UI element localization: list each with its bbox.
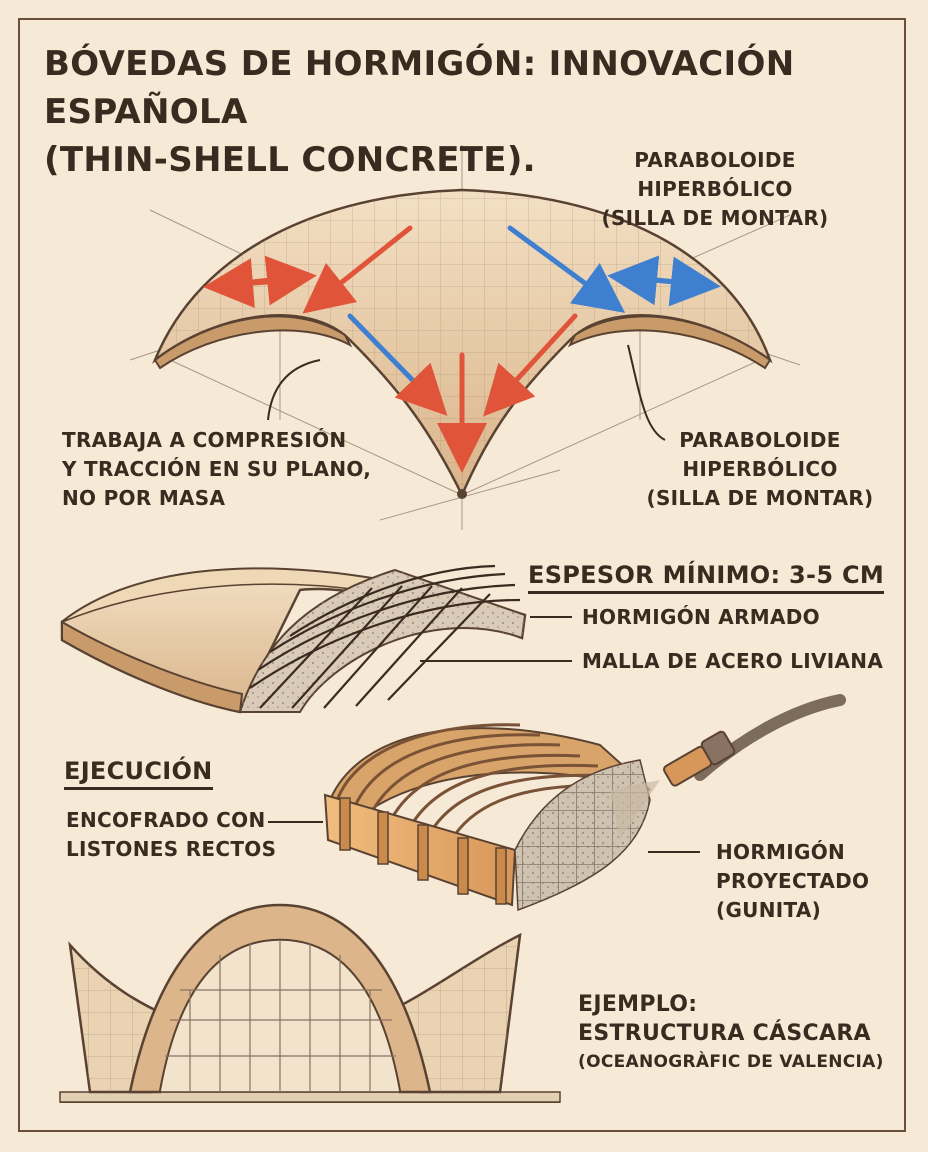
page-frame bbox=[18, 18, 906, 1132]
title-line-2: (THIN-SHELL CONCRETE). bbox=[44, 140, 536, 180]
label-line: HIPERBÓLICO bbox=[682, 457, 838, 481]
label-line: (GUNITA) bbox=[716, 898, 822, 922]
label-line: PARABOLOIDE HIPERBÓLICO bbox=[634, 148, 796, 201]
label-line: ENCOFRADO CON bbox=[66, 808, 266, 832]
label-compression: TRABAJA A COMPRESIÓN Y TRACCIÓN EN SU PL… bbox=[62, 426, 371, 513]
thickness-header: ESPESOR MÍNIMO: 3-5 cm bbox=[528, 560, 885, 594]
formwork-diagram bbox=[268, 694, 846, 912]
label-line: TRABAJA A COMPRESIÓN bbox=[62, 428, 347, 452]
title-line-1: BÓVEDAS DE HORMIGÓN: INNOVACIÓN ESPAÑOLA bbox=[44, 44, 795, 132]
label-line: ESTRUCTURA CÁSCARA bbox=[578, 1021, 871, 1046]
label-line: LISTONES RECTOS bbox=[66, 837, 277, 861]
label-reinforced-concrete: HORMIGÓN ARMADO bbox=[582, 605, 820, 629]
label-line: (OCEANOGRÀFIC DE VALENCIA) bbox=[578, 1052, 884, 1072]
oceanografic-building bbox=[59, 903, 561, 1103]
label-example: EJEMPLO: ESTRUCTURA CÁSCARA (OCEANOGRÀFI… bbox=[578, 990, 884, 1077]
label-line: (SILLA DE MONTAR) bbox=[601, 206, 829, 230]
hypar-shell-diagram bbox=[129, 145, 801, 530]
label-formwork: ENCOFRADO CON LISTONES RECTOS bbox=[66, 806, 276, 864]
label-line: Y TRACCIÓN EN SU PLANO, bbox=[62, 457, 372, 481]
thickness-header-text: ESPESOR MÍNIMO: 3-5 cm bbox=[528, 561, 885, 594]
label-shotcrete: HORMIGÓN PROYECTADO (GUNITA) bbox=[716, 838, 869, 925]
execution-header: EJECUCIÓN bbox=[64, 756, 213, 790]
label-line: (SILLA DE MONTAR) bbox=[646, 486, 874, 510]
label-line: NO POR MASA bbox=[62, 486, 226, 510]
shell-section-diagram bbox=[60, 564, 572, 714]
label-hyperbolic-right: PARABOLOIDE HIPERBÓLICO (SILLA DE MONTAR… bbox=[640, 426, 880, 513]
page-title: BÓVEDAS DE HORMIGÓN: INNOVACIÓN ESPAÑOLA… bbox=[44, 40, 928, 184]
label-line: EJEMPLO: bbox=[578, 992, 698, 1017]
label-line: HORMIGÓN bbox=[716, 840, 846, 864]
label-hyperbolic-top: PARABOLOIDE HIPERBÓLICO (SILLA DE MONTAR… bbox=[560, 146, 870, 233]
label-line: PROYECTADO bbox=[716, 869, 870, 893]
label-steel-mesh: MALLA DE ACERO LIVIANA bbox=[582, 649, 884, 673]
execution-header-text: EJECUCIÓN bbox=[64, 757, 213, 790]
label-line: PARABOLOIDE bbox=[679, 428, 841, 452]
